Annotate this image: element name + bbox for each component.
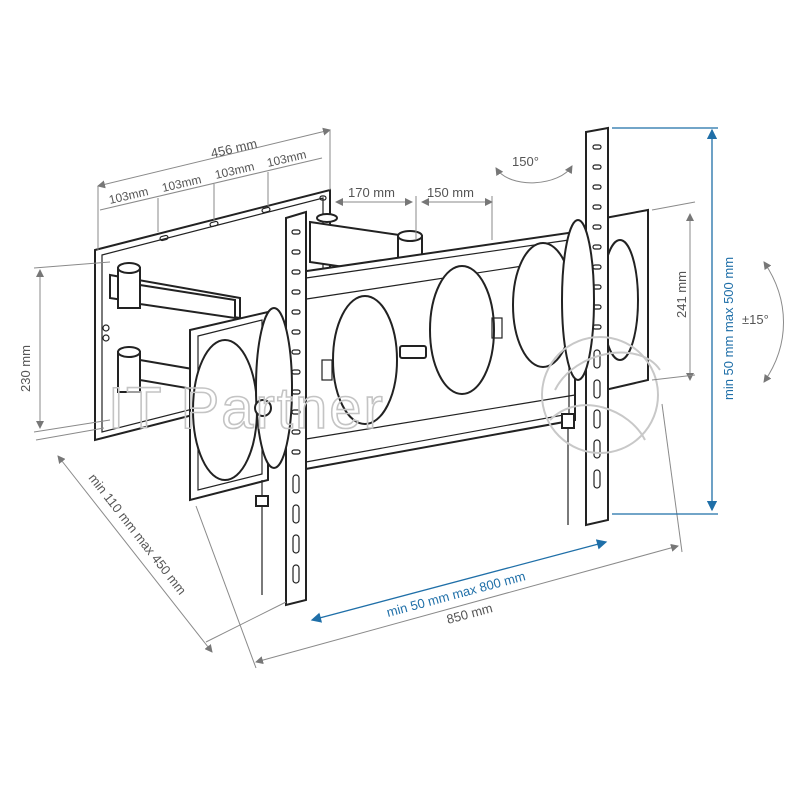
tv-plate [299,230,576,472]
label-arm-b: 150 mm [427,185,474,200]
label-plate-height: 241 mm [674,271,689,318]
label-slot-2: 103mm [161,172,203,195]
dimension-lines [33,127,784,669]
label-vesa-vertical: min 50 mm max 500 mm [721,257,736,400]
watermark: IT Partner [107,336,661,454]
wall-plate-slots [102,195,327,342]
label-wall-width: 456 mm [209,136,258,161]
label-extension: min 110 mm max 450 mm [86,471,190,598]
arm-upper-left [109,262,241,320]
label-total-width: 850 mm [445,600,494,627]
label-wall-height: 230 mm [18,345,33,392]
label-arm-a: 170 mm [348,185,395,200]
label-swivel: 150° [512,154,539,169]
side-plate-left [189,310,269,502]
rail-left [254,210,307,607]
vesa-dimension-lines [310,127,718,623]
watermark-text: IT Partner [108,376,385,441]
rail-right [561,126,609,527]
label-tilt: ±15° [742,312,769,327]
